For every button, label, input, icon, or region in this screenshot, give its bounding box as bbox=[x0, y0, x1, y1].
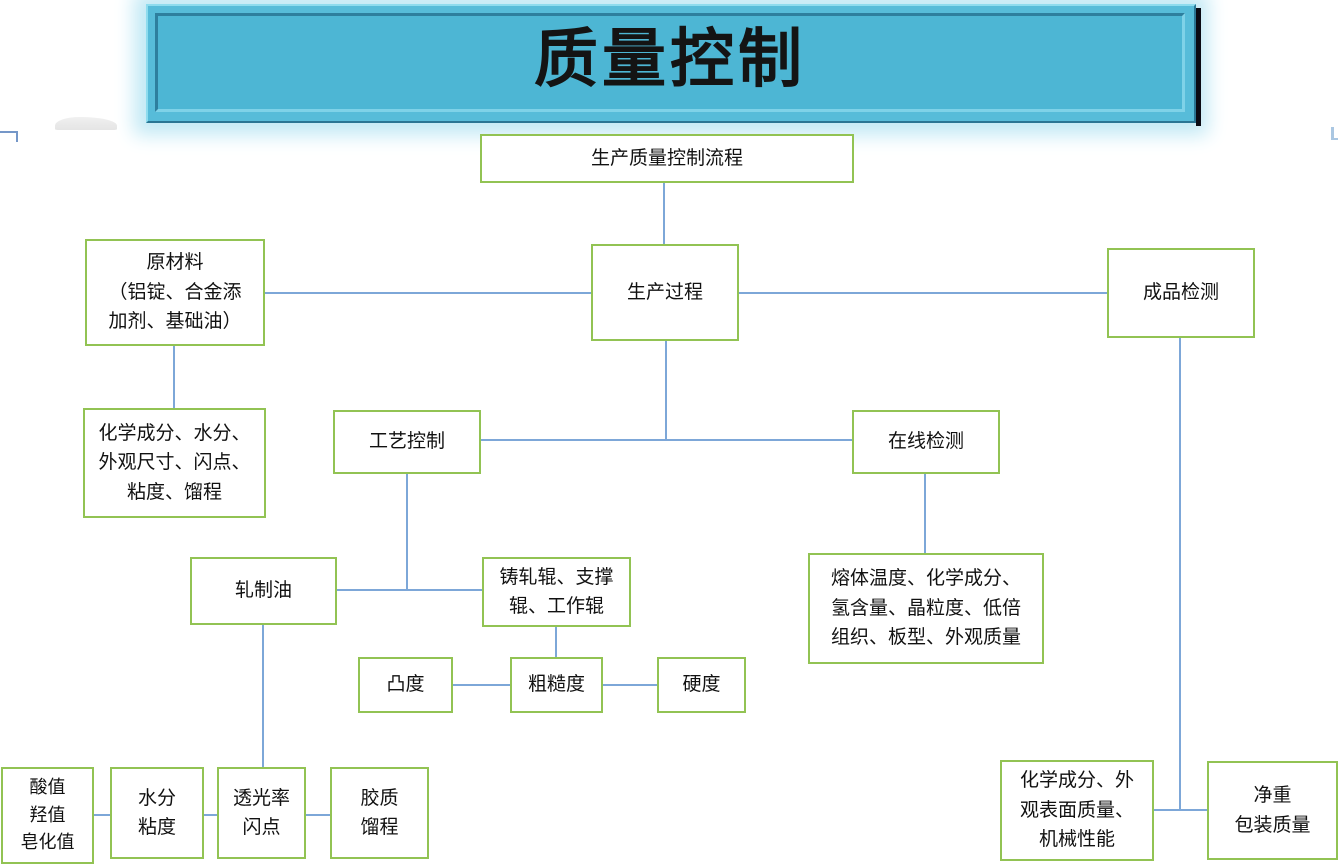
connector-raw-process bbox=[265, 292, 591, 294]
node-net-weight: 净重 包装质量 bbox=[1207, 761, 1338, 860]
connector-control-online bbox=[481, 439, 852, 441]
left-corner-bracket bbox=[0, 131, 18, 142]
connector-process-finished bbox=[739, 292, 1107, 294]
connector-raw-rawtests bbox=[173, 346, 175, 408]
node-roughness: 粗糙度 bbox=[510, 657, 603, 713]
right-corner-bracket bbox=[1331, 127, 1338, 140]
connector-convexity-roughness bbox=[453, 684, 510, 686]
node-convexity: 凸度 bbox=[358, 657, 453, 713]
node-final-tests: 化学成分、外 观表面质量、 机械性能 bbox=[1000, 760, 1154, 861]
node-transmittance-flash: 透光率 闪点 bbox=[217, 767, 306, 859]
node-process-control: 工艺控制 bbox=[333, 410, 481, 474]
connector-finished-down bbox=[1179, 338, 1181, 810]
connector-oil-transmittance bbox=[262, 625, 264, 767]
node-gum-distillation: 胶质 馏程 bbox=[330, 767, 429, 859]
node-finished-inspection: 成品检测 bbox=[1107, 248, 1255, 338]
node-online-inspection: 在线检测 bbox=[852, 410, 1000, 474]
node-online-tests: 熔体温度、化学成分、 氢含量、晶粒度、低倍 组织、板型、外观质量 bbox=[808, 553, 1044, 664]
gray-swoosh-artifact bbox=[55, 117, 117, 130]
connector-process-midline bbox=[665, 341, 667, 441]
node-hardness: 硬度 bbox=[657, 657, 746, 713]
connector-acid-moisture bbox=[94, 814, 110, 816]
node-raw-material-tests: 化学成分、水分、 外观尺寸、闪点、 粘度、馏程 bbox=[83, 408, 266, 518]
node-rolling-oil: 轧制油 bbox=[190, 557, 337, 625]
connector-rolls-roughness bbox=[555, 627, 557, 657]
connector-flowtitle-process bbox=[663, 183, 665, 244]
title-banner: 质量控制 bbox=[146, 4, 1196, 123]
node-flow-title: 生产质量控制流程 bbox=[480, 134, 854, 183]
connector-control-down bbox=[406, 474, 408, 591]
connector-oil-rolls bbox=[337, 589, 482, 591]
connector-moisture-transmittance bbox=[204, 814, 217, 816]
node-production-process: 生产过程 bbox=[591, 244, 739, 341]
connector-finaltests-netweight bbox=[1154, 809, 1207, 811]
node-raw-material: 原材料 （铝锭、合金添 加剂、基础油） bbox=[85, 239, 265, 346]
node-rolls: 铸轧辊、支撑 辊、工作辊 bbox=[482, 557, 631, 627]
connector-online-tests bbox=[924, 474, 926, 553]
connector-roughness-hardness bbox=[603, 684, 657, 686]
connector-transmittance-gum bbox=[306, 814, 330, 816]
title-banner-inner: 质量控制 bbox=[155, 13, 1185, 112]
node-acid-values: 酸值 羟值 皂化值 bbox=[1, 767, 94, 864]
node-moisture-viscosity: 水分 粘度 bbox=[110, 767, 204, 859]
page-title: 质量控制 bbox=[534, 21, 806, 97]
banner-shadow-edge bbox=[1196, 8, 1201, 126]
